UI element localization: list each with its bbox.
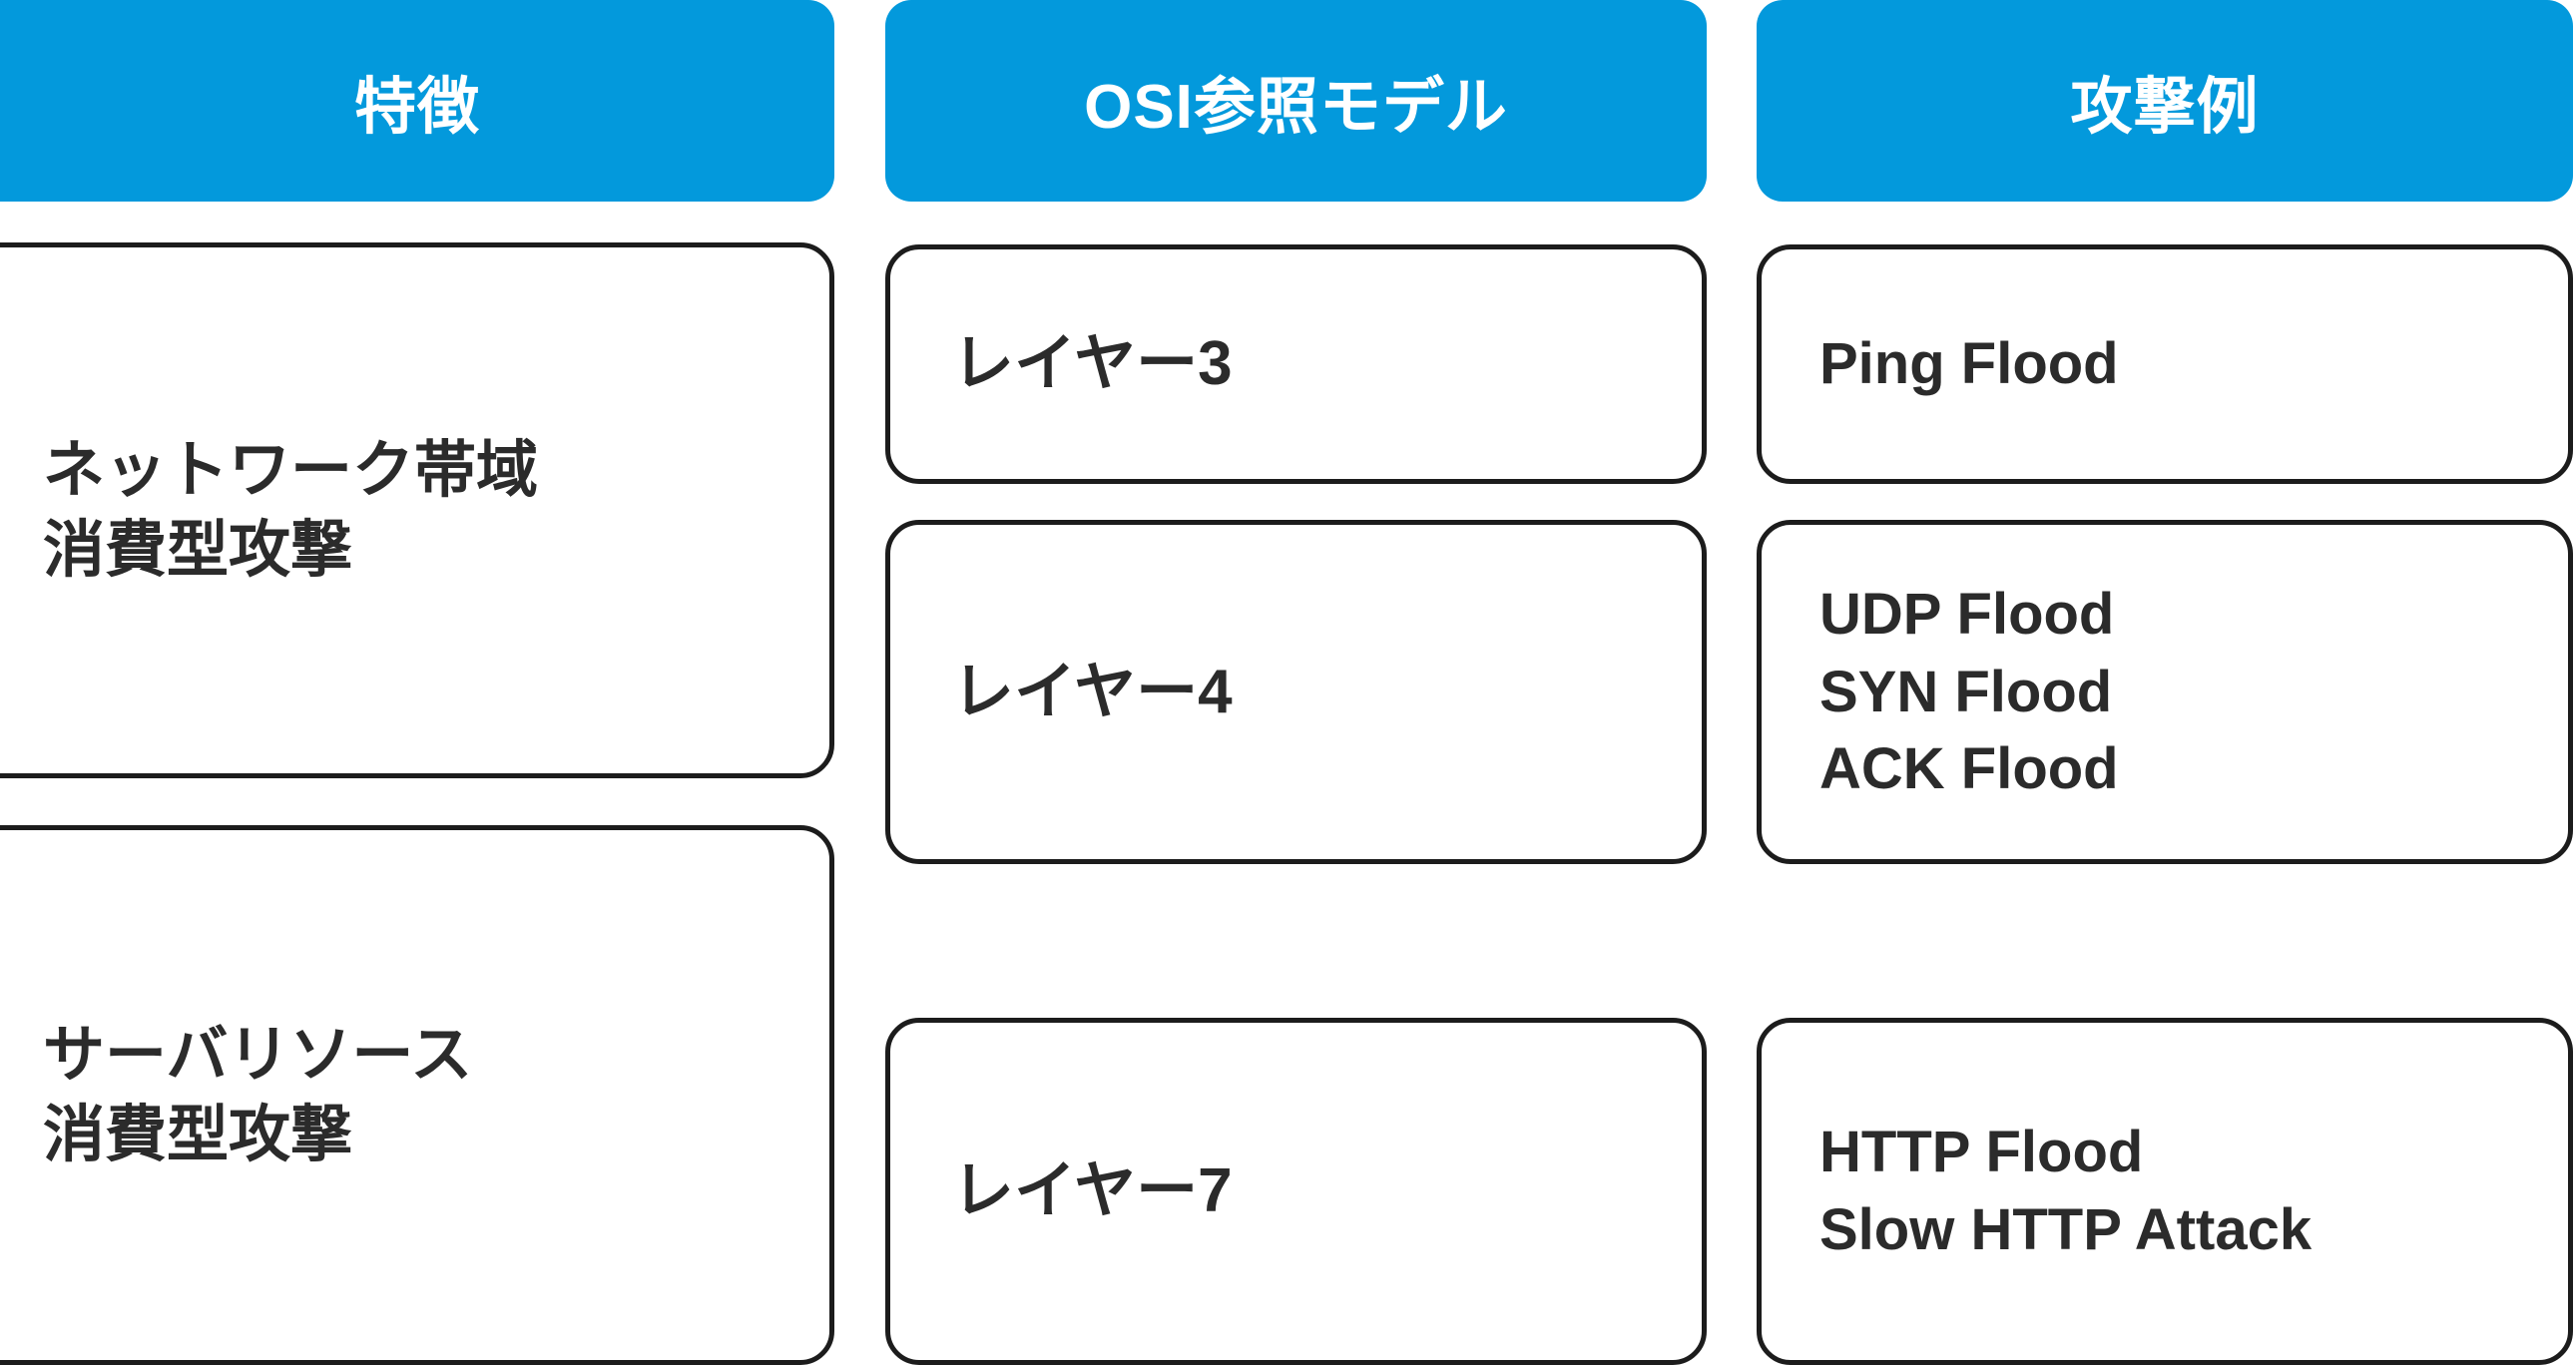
column-header-attack-example: 攻撃例 — [1757, 0, 2573, 202]
column-header-osi-model: OSI参照モデル — [885, 0, 1707, 202]
table-cell-attack-layer7-list: HTTP Flood Slow HTTP Attack — [1757, 1018, 2573, 1365]
cell-text-line: ACK Flood — [1819, 736, 2119, 802]
cell-text-line: ネットワーク帯域 — [43, 436, 539, 506]
cell-text-line: 消費型攻撃 — [43, 1100, 353, 1169]
cell-text-line: サーバリソース — [43, 1021, 473, 1091]
cell-text-line: 消費型攻撃 — [43, 515, 353, 585]
table-cell-osi-layer-7: レイヤー7 — [885, 1018, 1707, 1365]
column-header-osi-model-label: OSI参照モデル — [1084, 73, 1508, 142]
table-cell-attack-layer4-list: UDP Flood SYN Flood ACK Flood — [1757, 520, 2573, 864]
cell-text-line: UDP Flood — [1819, 581, 2115, 647]
table-cell-osi-layer-4: レイヤー4 — [885, 520, 1707, 864]
table-cell-attack-ping-flood: Ping Flood — [1757, 244, 2573, 484]
table-cell-feature-network-bandwidth: ネットワーク帯域 消費型攻撃 — [0, 242, 834, 778]
table-cell-osi-layer-3: レイヤー3 — [885, 244, 1707, 484]
cell-text-line: レイヤー3 — [952, 329, 1233, 399]
cell-text-line: SYN Flood — [1819, 659, 2113, 724]
cell-text-line: レイヤー4 — [952, 657, 1233, 726]
column-header-feature: 特徴 — [0, 0, 834, 202]
column-header-attack-example-label: 攻撃例 — [2070, 73, 2260, 142]
cell-text-line: Ping Flood — [1819, 331, 2119, 397]
cell-text-line: Slow HTTP Attack — [1819, 1197, 2313, 1262]
cell-text-line: HTTP Flood — [1819, 1120, 2144, 1185]
table-cell-feature-server-resource: サーバリソース 消費型攻撃 — [0, 825, 834, 1365]
cell-text-line: レイヤー7 — [952, 1156, 1233, 1226]
column-header-feature-label: 特徴 — [353, 73, 480, 142]
